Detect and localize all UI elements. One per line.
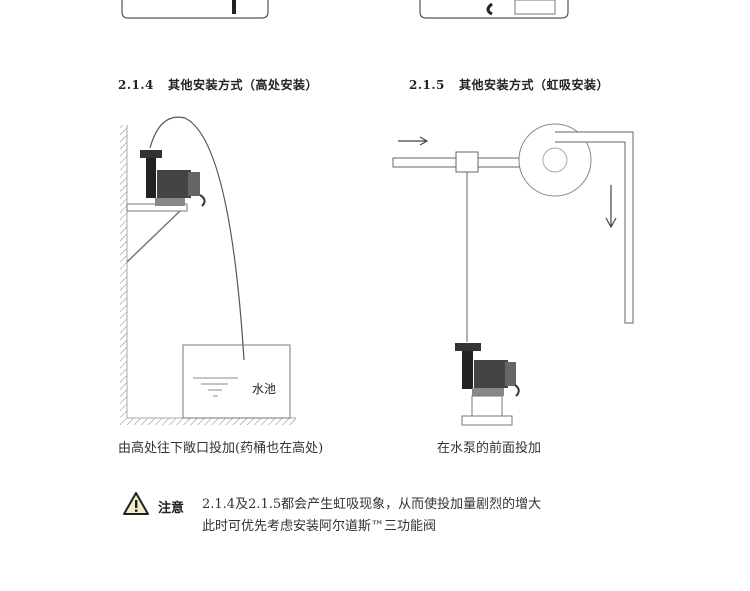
section-title: 其他安装方式（高处安装） (167, 78, 318, 92)
pump-icon (455, 343, 520, 397)
notice-line-1: 2.1.4及2.1.5都会产生虹吸现象，从而使投加量剧烈的增大 (202, 497, 542, 512)
pump-stand (461, 415, 513, 426)
tank-label: 水池 (252, 382, 277, 396)
water-level (193, 377, 238, 397)
top-left-box (121, 0, 269, 19)
section-214-heading: 2.1.4 其他安装方式（高处安装） (118, 76, 318, 93)
notice-label: 注意 (158, 501, 185, 516)
caption-215: 在水泵的前面投加 (437, 441, 542, 456)
tube (149, 116, 245, 361)
high-installation-diagram (120, 116, 296, 425)
pump-icon (140, 150, 206, 207)
section-title: 其他安装方式（虹吸安装） (458, 78, 609, 92)
warning-icon (123, 492, 149, 515)
tank (182, 344, 291, 419)
flow-arrow-icon (398, 136, 429, 146)
section-number: 2.1.5 (409, 78, 445, 92)
section-number: 2.1.4 (118, 78, 154, 92)
down-arrow-icon (605, 185, 617, 229)
siphon-installation-diagram (392, 123, 634, 426)
top-right-box (419, 0, 569, 19)
wall (120, 125, 127, 418)
notice-line-2: 此时可优先考虑安装阿尔道斯™三功能阀 (202, 519, 437, 534)
caption-214: 由高处往下敞口投加(药桶也在高处) (118, 441, 324, 456)
section-215-heading: 2.1.5 其他安装方式（虹吸安装） (409, 76, 609, 93)
floor (120, 418, 296, 425)
wall-bracket (126, 203, 188, 263)
